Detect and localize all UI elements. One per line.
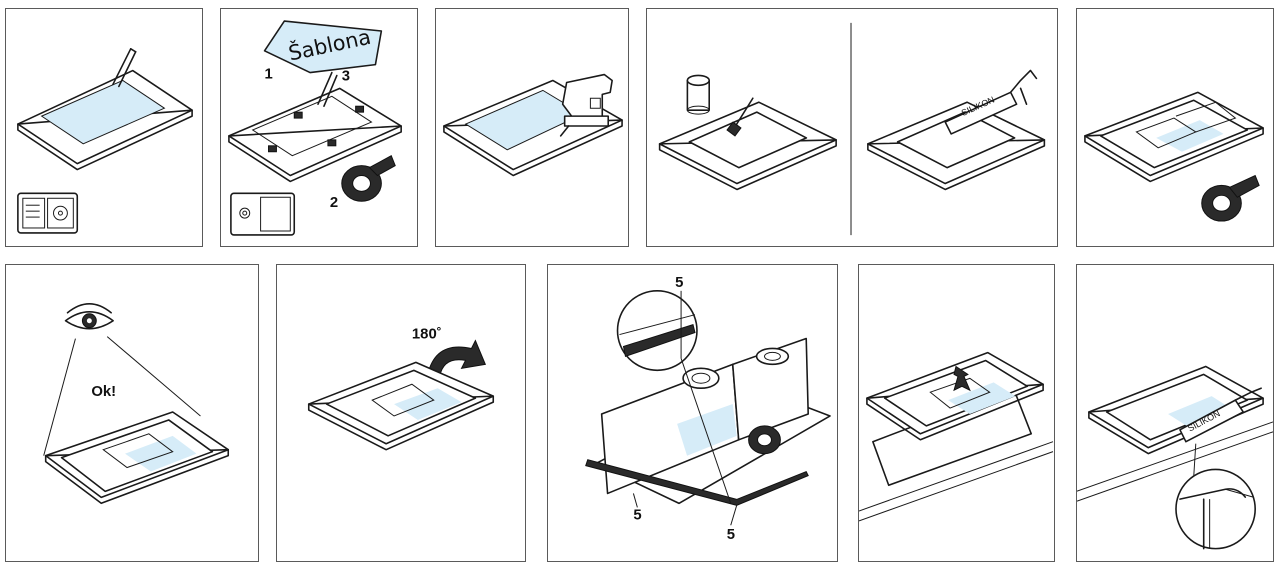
step-number-3: 3 <box>342 68 350 84</box>
mark-cutout-illustration <box>17 48 193 234</box>
pencil-icon <box>112 48 137 88</box>
step-panel-template: Šablona 1 3 2 <box>220 8 418 247</box>
joint-detail-magnifier <box>1175 468 1256 550</box>
step-panel-sink-tape <box>1076 8 1274 247</box>
seal-callout-bottom: 5 <box>727 527 735 543</box>
step-number-2: 2 <box>330 195 338 211</box>
press-arrow-icon <box>953 365 971 392</box>
eye-icon <box>64 303 114 330</box>
step-panel-finish: SILIKON <box>1076 264 1274 562</box>
step-panel-flip: 180˚ <box>276 264 526 562</box>
tape-roll-icon <box>341 155 396 202</box>
magnifier-detail <box>616 290 698 372</box>
flip-illustration: 180˚ <box>307 327 495 451</box>
sink-template-icon <box>17 192 79 234</box>
insert-illustration <box>859 351 1054 522</box>
finish-illustration: SILIKON <box>1077 365 1273 550</box>
sink-template-icon <box>230 192 296 236</box>
rotation-label: 180˚ <box>412 327 442 343</box>
step-panel-insert <box>858 264 1055 562</box>
tape-roll-icon <box>1201 174 1260 222</box>
check-label: Ok! <box>91 384 116 400</box>
pencil-icon <box>317 71 338 108</box>
step-panel-mark-cutout <box>5 8 203 247</box>
step-panel-inspect: Ok! <box>5 264 259 562</box>
tape-roll-icon <box>748 425 781 455</box>
rotate-arrow-icon <box>427 339 487 377</box>
sink-tape-illustration <box>1084 91 1264 222</box>
seal-callout-top: 5 <box>675 275 683 291</box>
cutout-area <box>41 80 165 144</box>
seal-callout-left: 5 <box>633 507 641 523</box>
worktop <box>228 87 402 177</box>
template-sheet <box>263 20 383 74</box>
drain-icon <box>682 347 790 389</box>
step-panel-cut <box>435 8 629 247</box>
brush-icon <box>726 97 754 137</box>
seal-detail-illustration: 5 5 5 <box>585 275 831 543</box>
jigsaw-icon <box>559 73 613 137</box>
seal-edge-illustration: SILIKON <box>658 22 1046 236</box>
template-illustration: Šablona 1 3 2 <box>228 20 402 236</box>
step-panel-seal-detail: 5 5 5 <box>547 264 838 562</box>
step-number-1: 1 <box>265 67 273 83</box>
paint-can-icon <box>686 74 710 115</box>
step-panel-seal-edge: SILIKON <box>646 8 1058 247</box>
inspect-illustration: Ok! <box>43 303 230 505</box>
cut-illustration <box>443 73 623 177</box>
